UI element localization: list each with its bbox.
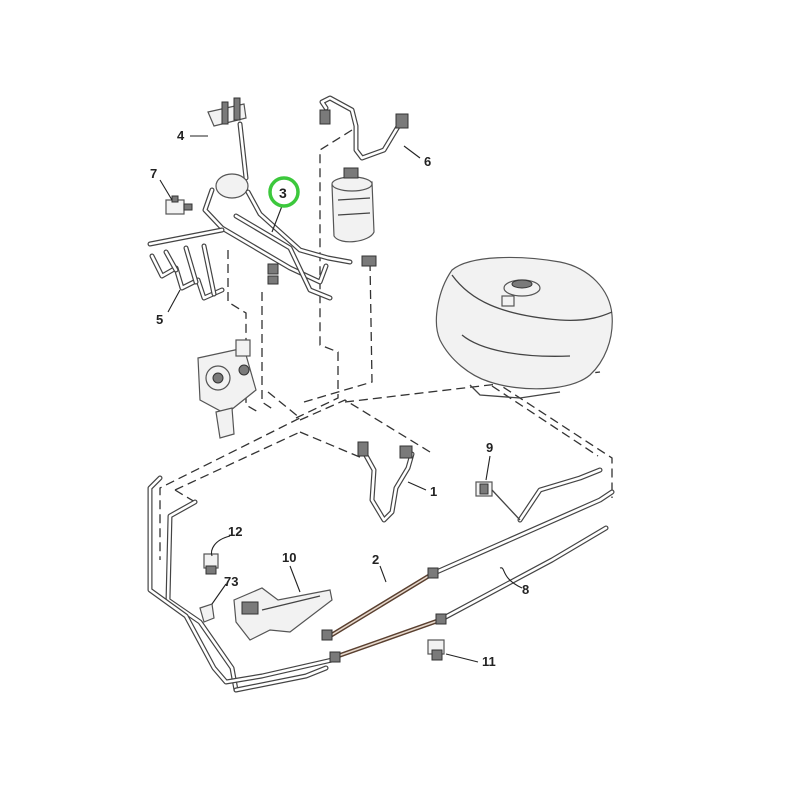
part-11-connector <box>427 639 445 661</box>
high-pressure-pump <box>197 339 257 439</box>
part-4-bracket <box>207 97 249 181</box>
leader-lines <box>159 135 523 663</box>
label-9: 9 <box>486 440 493 455</box>
label-8: 8 <box>522 582 529 597</box>
part-12-clip <box>203 553 219 575</box>
label-73: 73 <box>224 574 238 589</box>
fuel-tank <box>435 256 613 399</box>
label-11: 11 <box>482 654 496 669</box>
highlight-ring <box>268 176 300 208</box>
label-4: 4 <box>177 128 185 143</box>
main-pipes <box>147 467 615 693</box>
fuel-filter <box>331 167 375 243</box>
part-73-clip <box>199 603 215 623</box>
label-1: 1 <box>430 484 437 499</box>
part-9-connector <box>475 481 521 521</box>
label-2: 2 <box>372 552 379 567</box>
part-3-injector-pipes <box>202 173 377 301</box>
label-6: 6 <box>424 154 431 169</box>
part-6-filter-pipe <box>319 95 409 161</box>
label-3: 3 <box>279 185 287 201</box>
callout-labels: 4 7 3 5 6 1 9 12 73 10 2 8 11 <box>150 128 529 669</box>
label-10: 10 <box>282 550 296 565</box>
label-5: 5 <box>156 312 163 327</box>
part-7-sensor <box>165 195 193 215</box>
part-10-bracket <box>233 587 333 641</box>
label-12: 12 <box>228 524 242 539</box>
part-5-fuel-rail <box>147 227 225 301</box>
part-1-return-pipe <box>357 441 415 523</box>
label-7: 7 <box>150 166 157 181</box>
part-2-flexible-hoses <box>321 567 447 663</box>
